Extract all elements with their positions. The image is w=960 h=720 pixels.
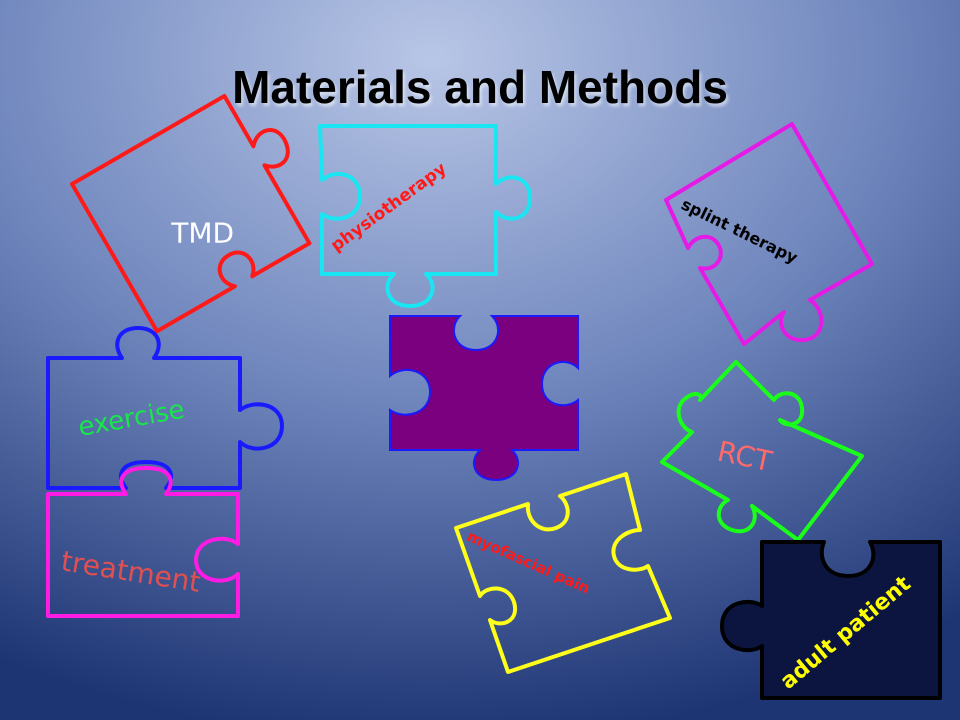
puzzle-piece-adult-patient: adult patient: [720, 540, 942, 700]
piece-label-tmd: TMD: [170, 217, 234, 250]
slide-title: Materials and Methods: [232, 61, 728, 113]
puzzle-piece-center: [389, 315, 579, 482]
puzzle-piece-tmd: TMD: [70, 94, 312, 334]
